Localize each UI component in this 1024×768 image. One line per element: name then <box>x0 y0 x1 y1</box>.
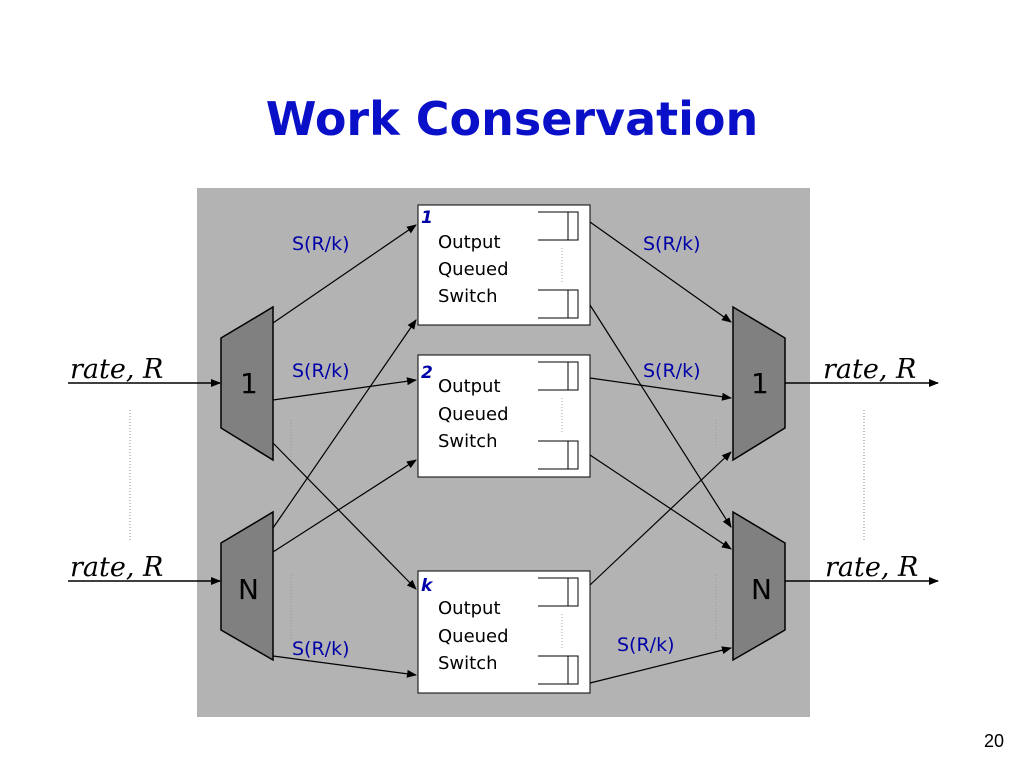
slide-title: Work Conservation <box>265 92 759 146</box>
switch-k-line-1: Output <box>438 598 501 619</box>
switch-k: k Output Queued Switch <box>417 570 591 694</box>
input-port-n: N <box>220 510 274 662</box>
link-swk-outN <box>589 646 732 684</box>
input-port-label-n: N <box>238 573 259 606</box>
switch-id-k: k <box>421 576 434 596</box>
switch-k-line-3: Switch <box>438 653 498 674</box>
input-port-1: 1 <box>220 305 274 462</box>
link-label-out-mid: S(R/k) <box>643 360 701 382</box>
link-in1-sw2 <box>272 377 417 401</box>
output-row-n: rate, R <box>785 552 939 585</box>
switch-box-2 <box>417 354 591 478</box>
switch-2: 2 Output Queued Switch <box>417 354 591 478</box>
switch-1-queue-bottom <box>538 289 579 319</box>
switch-1-line-3: Switch <box>438 286 498 307</box>
switch-2-queue-top <box>538 361 579 391</box>
link-in1-sw1 <box>272 224 417 324</box>
input-port-label-1: 1 <box>240 367 258 400</box>
switch-1: 1 Output Queued Switch <box>417 204 591 326</box>
link-label-in-mid: S(R/k) <box>292 360 350 382</box>
output-mux-n <box>732 510 786 662</box>
switch-2-queue-bottom <box>538 440 579 470</box>
switch-k-queue-top <box>538 577 579 607</box>
input-rate-label-1: rate, R <box>70 354 163 385</box>
switch-box-k <box>417 570 591 694</box>
switch-2-line-2: Queued <box>438 404 509 425</box>
input-rate-label-n: rate, R <box>70 552 163 583</box>
link-inN-sw1 <box>272 319 417 529</box>
link-label-in-top: S(R/k) <box>292 233 350 255</box>
link-in1-swk <box>272 442 417 590</box>
link-sw1-outN <box>589 304 732 528</box>
switch-2-line-3: Switch <box>438 431 498 452</box>
switch-id-2: 2 <box>421 363 433 383</box>
link-swk-out1 <box>589 451 732 586</box>
output-port-n: N <box>732 510 786 662</box>
input-row-n: rate, R <box>68 552 221 585</box>
output-mux-1 <box>732 305 786 462</box>
output-port-1: 1 <box>732 305 786 462</box>
input-row-1: rate, R <box>68 354 221 387</box>
switch-box-1 <box>417 204 591 326</box>
switch-2-line-1: Output <box>438 376 501 397</box>
link-inN-swk <box>272 655 417 678</box>
switch-k-queue-bottom <box>538 655 579 685</box>
input-demux-n <box>220 510 274 662</box>
page-number: 20 <box>983 731 1004 751</box>
input-demux-1 <box>220 305 274 462</box>
switch-k-line-2: Queued <box>438 626 509 647</box>
link-sw2-out1 <box>589 377 732 401</box>
output-links <box>589 221 732 684</box>
output-port-label-n: N <box>751 573 772 606</box>
input-links <box>272 224 417 678</box>
link-label-out-top: S(R/k) <box>643 233 701 255</box>
switch-1-line-2: Queued <box>438 259 509 280</box>
output-row-1: rate, R <box>785 354 939 387</box>
switch-1-line-1: Output <box>438 232 501 253</box>
output-port-label-1: 1 <box>751 367 769 400</box>
switch-1-queue-top <box>538 211 579 241</box>
link-label-out-bottom: S(R/k) <box>617 634 675 656</box>
link-sw1-out1 <box>589 221 732 323</box>
output-rate-label-n: rate, R <box>825 552 918 583</box>
switch-id-1: 1 <box>421 208 433 228</box>
link-label-in-bottom: S(R/k) <box>292 638 350 660</box>
link-inN-sw2 <box>272 459 417 553</box>
output-rate-label-1: rate, R <box>823 354 916 385</box>
link-sw2-outN <box>589 454 732 550</box>
